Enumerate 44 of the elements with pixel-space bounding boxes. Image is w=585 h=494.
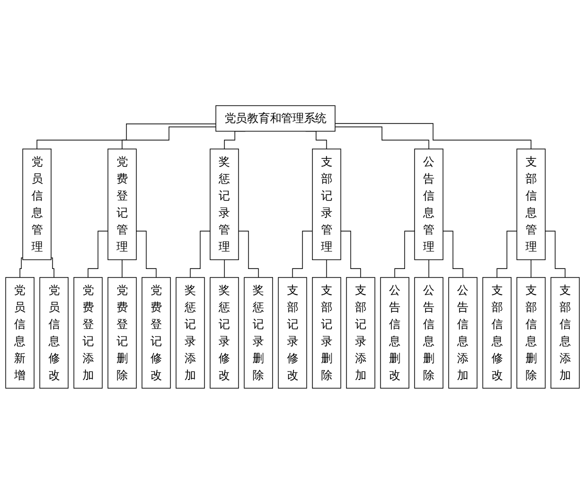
connector (122, 126, 216, 150)
connector (36, 124, 216, 150)
connector (238, 230, 259, 278)
connector (530, 259, 532, 278)
connector (334, 126, 430, 150)
node-box: 党费登记修改 (142, 277, 171, 389)
connector (442, 230, 464, 278)
connector (50, 258, 54, 278)
node-box: 支部记录添加 (346, 277, 376, 389)
node-box: 公告信息删改 (380, 277, 410, 389)
connector (20, 258, 24, 278)
connector (292, 230, 313, 278)
connector (496, 230, 518, 278)
connector (428, 259, 430, 278)
node-box: 支部信息修改 (482, 277, 512, 389)
node-box: 党费登记添加 (74, 277, 103, 389)
connector (544, 230, 566, 278)
node-box: 支部记录管理 (312, 148, 342, 260)
connector (326, 259, 327, 278)
node-box: 党员信息新增 (5, 277, 34, 389)
node-box: 奖惩记录修改 (210, 277, 239, 389)
connector (190, 230, 210, 278)
node-box: 公告信息管理 (414, 148, 444, 260)
node-box: 党费登记管理 (108, 148, 137, 260)
node-box: 党员信息管理 (22, 148, 52, 260)
connector (136, 230, 157, 278)
node-box: 支部信息删除 (516, 277, 546, 389)
node-box: 奖惩记录管理 (210, 148, 239, 260)
node-box: 支部记录修改 (278, 277, 308, 389)
node-box: 党员信息修改 (39, 277, 69, 389)
node-box: 公告信息添加 (448, 277, 478, 389)
node-box: 党费登记删除 (108, 277, 137, 389)
node-box: 公告信息删除 (414, 277, 444, 389)
node-box: 支部记录删除 (312, 277, 342, 389)
connector (394, 230, 415, 278)
connector (224, 259, 225, 278)
connector (88, 230, 108, 278)
node-box: 党员教育和管理系统 (215, 105, 336, 132)
node-box: 支部信息添加 (550, 277, 580, 389)
node-box: 奖惩记录删除 (244, 277, 273, 389)
connector (340, 230, 361, 278)
connector (334, 123, 532, 150)
node-box: 奖惩记录添加 (176, 277, 205, 389)
node-box: 支部信息管理 (516, 148, 546, 260)
